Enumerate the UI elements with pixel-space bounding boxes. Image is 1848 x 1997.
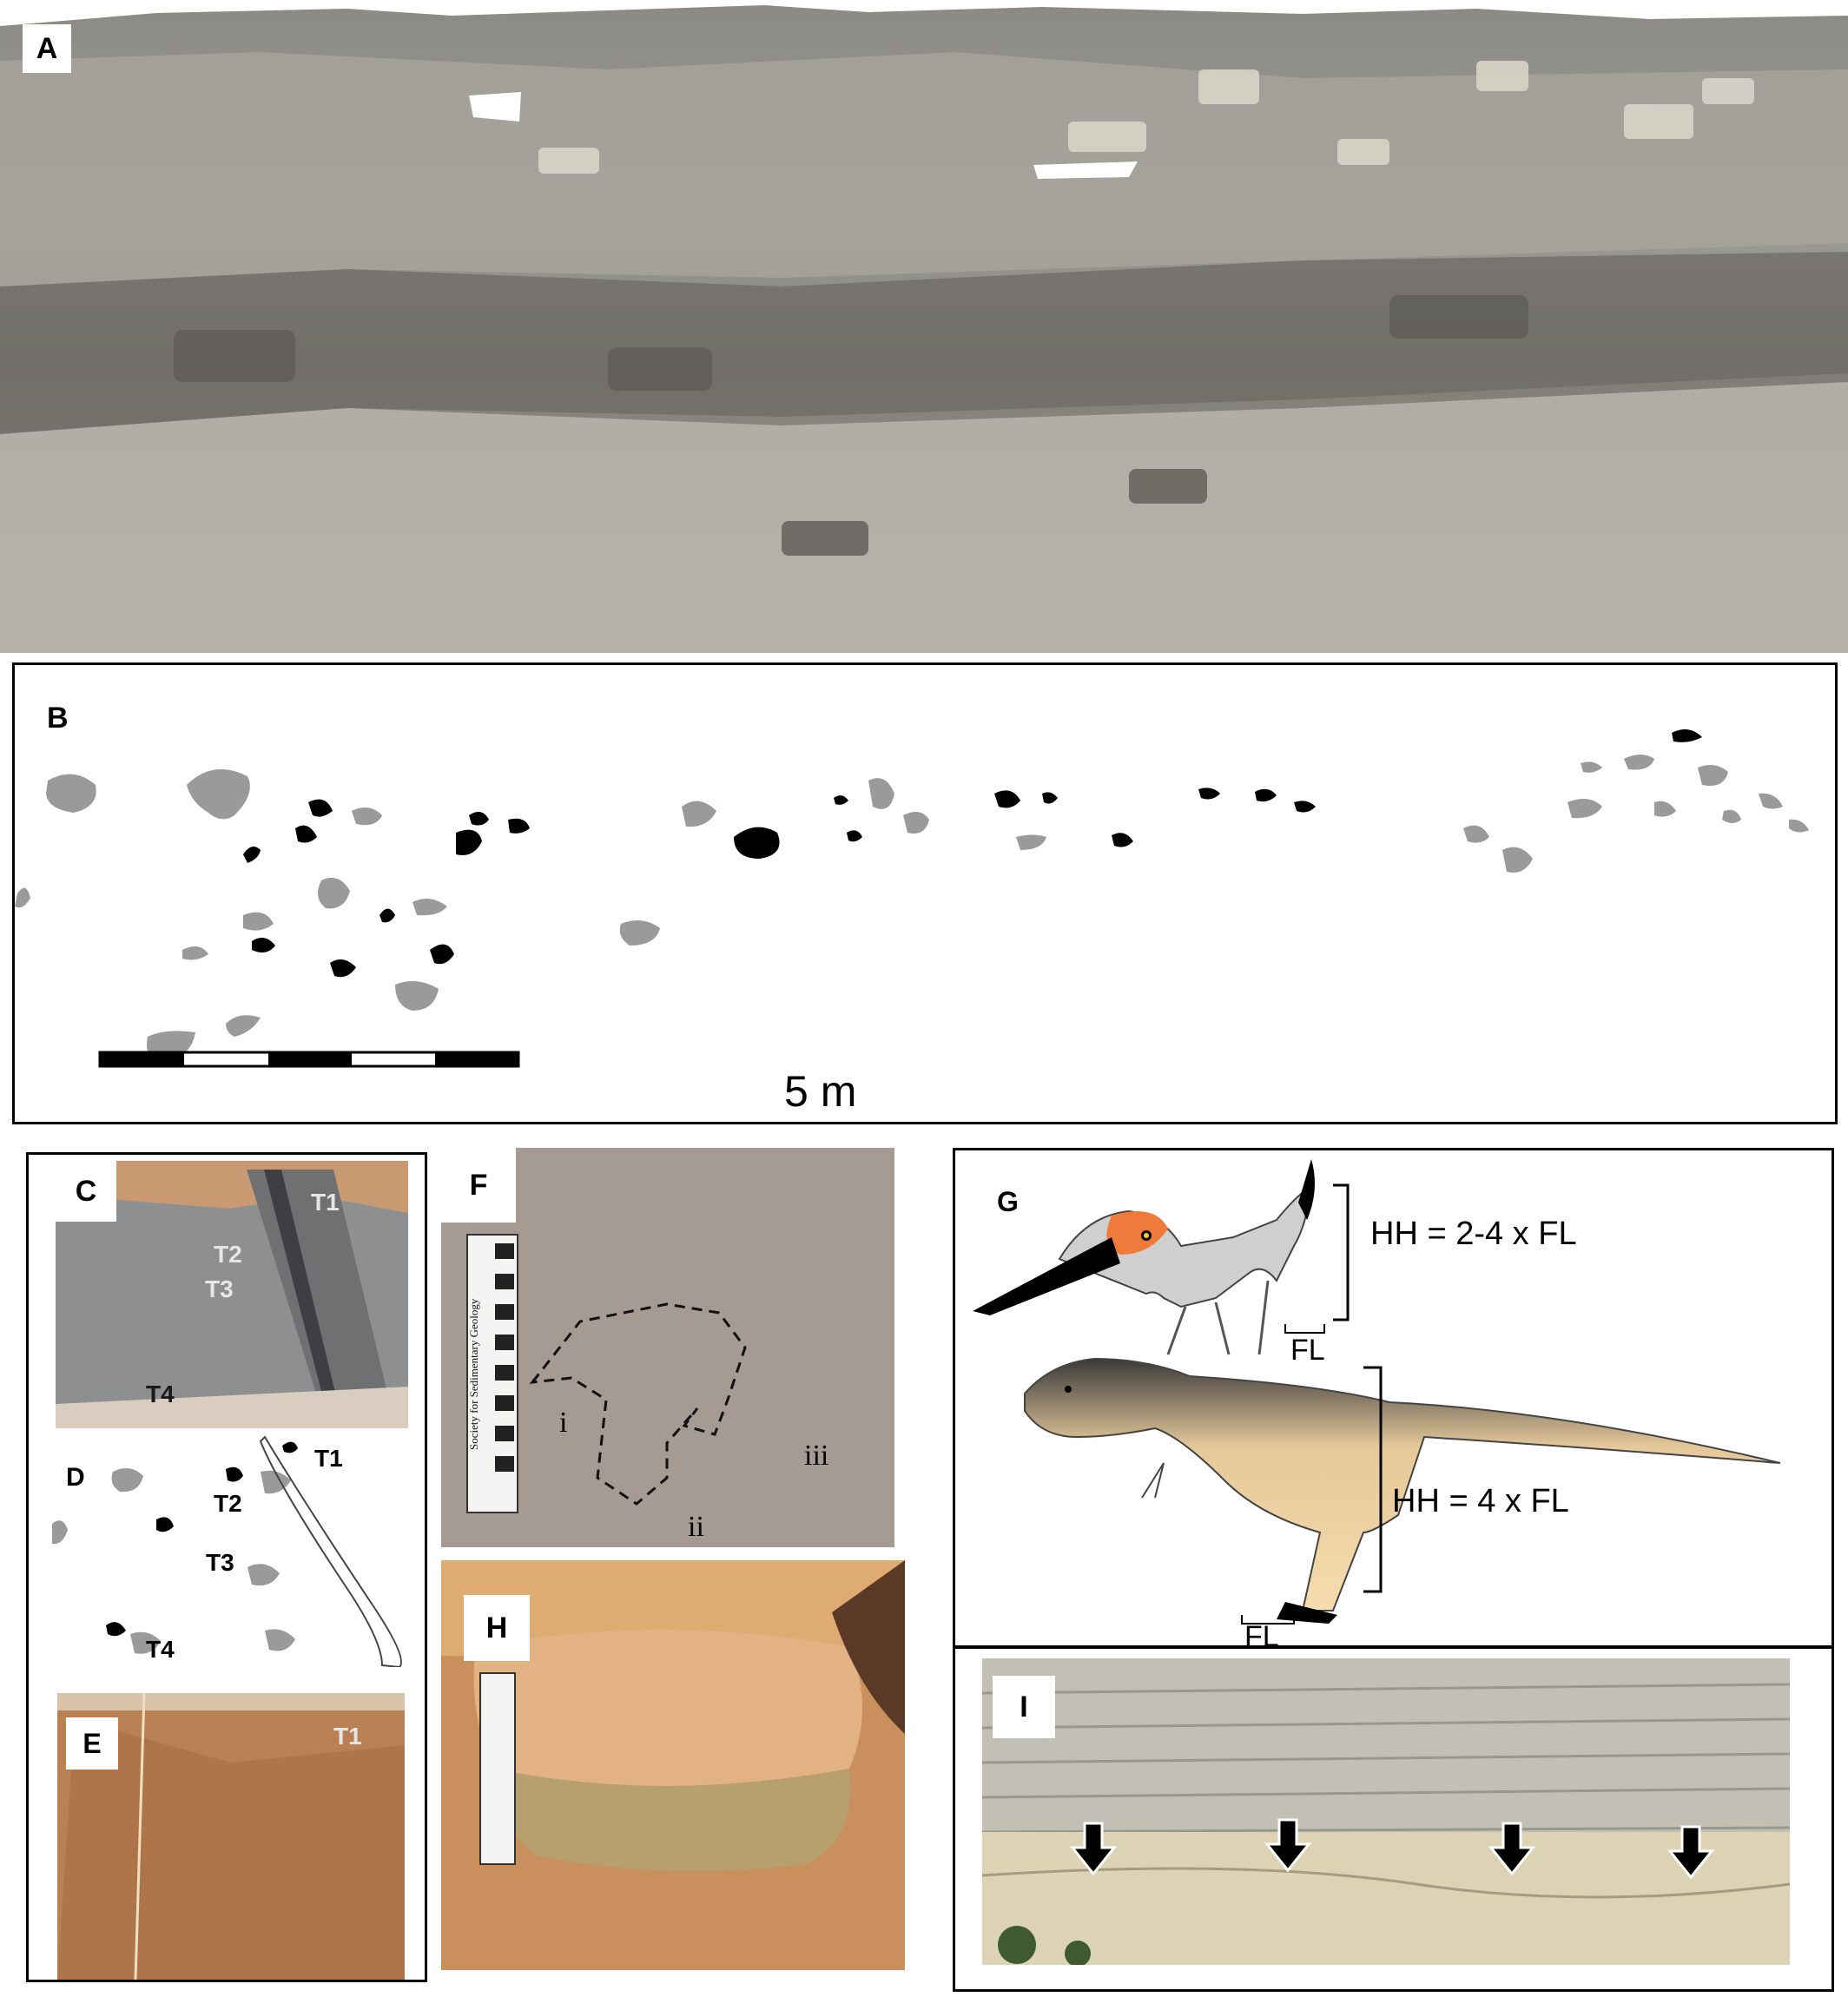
arrows xyxy=(1069,1818,1715,1880)
track-label-c-t3: T3 xyxy=(205,1275,234,1302)
body-proportion-diagram xyxy=(973,1159,1781,1625)
panel-cde-frame xyxy=(26,1152,427,1982)
panel-e-photo: E T1 xyxy=(57,1693,405,1980)
scale-text-f: Society for Sedimentary Geology xyxy=(467,1298,480,1450)
panel-a: A xyxy=(0,0,1848,653)
panel-c-photo: C T1 T2 T3 T4 xyxy=(56,1161,408,1428)
outcrop-photo-a xyxy=(0,5,1848,653)
pterosaur-silhouette xyxy=(973,1159,1315,1355)
digit-label-i: i xyxy=(559,1407,568,1439)
theropod-silhouette xyxy=(1024,1357,1781,1624)
track-label-d-t2: T2 xyxy=(214,1490,242,1517)
scale-bar xyxy=(98,1051,520,1068)
track-label-d-t4: T4 xyxy=(146,1636,175,1663)
panel-label-h: H xyxy=(464,1595,530,1661)
digit-label-ii: ii xyxy=(688,1511,704,1543)
track-label-d-t1: T1 xyxy=(314,1445,343,1472)
fl-label-pterosaur: FL xyxy=(1290,1334,1325,1367)
track-label-d-t3: T3 xyxy=(206,1549,234,1576)
digit-label-iii: iii xyxy=(804,1440,829,1472)
panel-d-map xyxy=(52,1435,402,1667)
panel-label-b: B xyxy=(47,702,69,735)
panel-b xyxy=(12,662,1838,1124)
panel-label-i: I xyxy=(993,1676,1055,1738)
equation-theropod: HH = 4 x FL xyxy=(1392,1483,1569,1519)
panel-label-f: F xyxy=(441,1148,516,1223)
track-label-c-t1: T1 xyxy=(311,1189,340,1216)
panel-label-a: A xyxy=(23,24,71,73)
black-tracks xyxy=(243,729,1702,978)
track-label-c-t2: T2 xyxy=(214,1241,242,1268)
track-label-e-t1: T1 xyxy=(333,1723,362,1750)
panel-f-photo: F Society for Sedimentary Geology i ii i… xyxy=(441,1148,894,1547)
panel-i-photo: I xyxy=(982,1658,1790,1965)
track-label-c-t4: T4 xyxy=(146,1381,175,1407)
panel-h-photo: H xyxy=(441,1560,905,1970)
trackway-map xyxy=(15,729,1809,1068)
scale-bar-label: 5 m xyxy=(784,1067,857,1116)
panel-label-c: C xyxy=(56,1161,116,1222)
panel-i-frame xyxy=(953,1646,1834,1992)
panel-label-d: D xyxy=(66,1463,85,1492)
panel-label-e: E xyxy=(66,1717,118,1770)
equation-pterosaur: HH = 2-4 x FL xyxy=(1370,1216,1577,1252)
gray-tracks xyxy=(15,755,1809,1063)
panel-label-g: G xyxy=(997,1186,1019,1217)
